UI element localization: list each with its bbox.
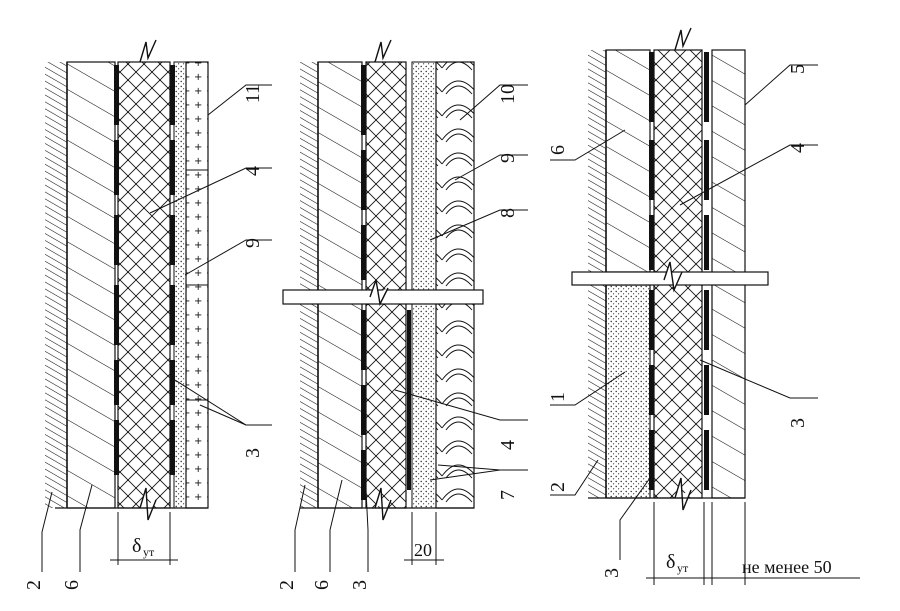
foam-block-lower [605, 284, 651, 499]
leaders-left [41, 84, 272, 572]
anchor-strips [114, 65, 175, 475]
min-gap-text: не менее 50 [742, 557, 832, 577]
label-2: 2 [547, 482, 569, 492]
ground-hatch [300, 62, 318, 508]
label-3-lower: 3 [601, 568, 623, 578]
label-6: 6 [61, 580, 83, 590]
label-6: 6 [311, 580, 333, 590]
label-3-upper: 3 [787, 418, 809, 428]
leaders-middle [294, 84, 528, 572]
dimension-symbol: δ [666, 551, 675, 573]
dotted-layer [411, 61, 437, 509]
wall-layer-upper [605, 49, 651, 273]
dimension-20 [404, 512, 444, 565]
label-9: 9 [242, 238, 264, 248]
section-middle: 10 9 8 4 7 2 6 3 20 [276, 39, 528, 590]
dimension-subscript: ут [143, 545, 155, 559]
dimension-symbol: δ [132, 535, 141, 557]
label-8: 8 [497, 208, 519, 218]
dimension-value: 20 [414, 540, 432, 560]
section-left: 11 4 9 3 2 6 δ ут [23, 39, 272, 590]
arc-layer [435, 61, 475, 509]
dimension-delta-right [646, 502, 860, 585]
label-10: 10 [497, 84, 519, 104]
ground-hatch [45, 62, 67, 508]
label-5: 5 [787, 64, 809, 74]
label-11: 11 [242, 84, 264, 103]
anchor-strips [361, 65, 411, 500]
label-3: 3 [349, 580, 371, 590]
label-2: 2 [276, 580, 298, 590]
label-3: 3 [242, 448, 264, 458]
dimension-delta-left [110, 512, 178, 565]
dimension-subscript: ут [677, 561, 689, 575]
label-2: 2 [23, 580, 45, 590]
label-1: 1 [547, 392, 569, 402]
wall-layer [66, 61, 116, 509]
label-6: 6 [547, 145, 569, 155]
leaders-right [550, 64, 818, 560]
label-4: 4 [787, 143, 809, 153]
dotted-layer [173, 61, 187, 509]
label-4: 4 [242, 166, 264, 176]
insulation-layer [365, 61, 407, 509]
anchor-strips [649, 52, 709, 490]
label-4: 4 [497, 440, 519, 450]
section-right: 5 6 4 3 1 2 3 δ ут не менее 50 [547, 27, 860, 585]
wall-layer [317, 61, 363, 509]
label-7: 7 [497, 490, 519, 500]
label-9: 9 [497, 153, 519, 163]
insulation-layer [117, 61, 171, 509]
